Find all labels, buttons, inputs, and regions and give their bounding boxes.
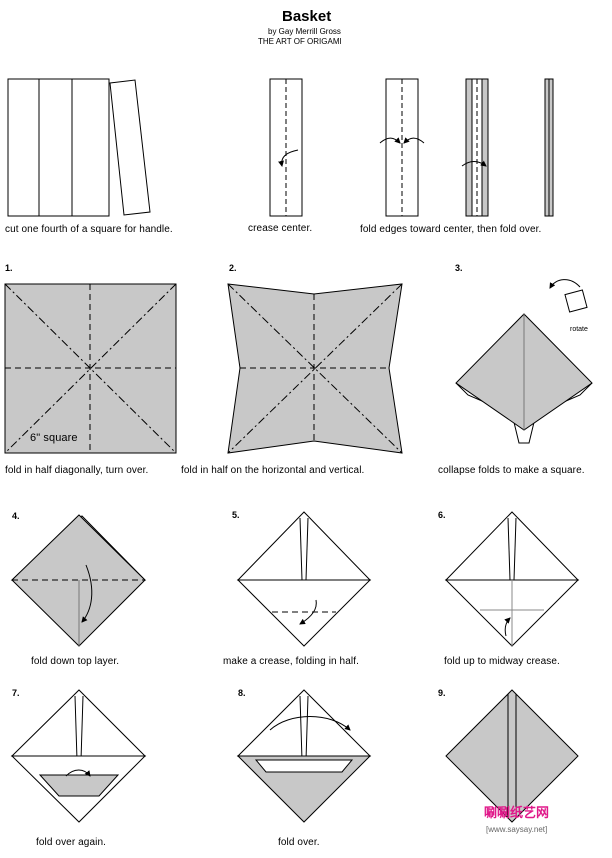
- author-byline: by Gay Merrill Gross: [268, 27, 341, 36]
- step1-square-drawing: [4, 283, 177, 454]
- caption-step7: fold over again.: [36, 837, 106, 848]
- caption-step3: collapse folds to make a square.: [438, 465, 585, 476]
- page-title: Basket: [282, 8, 332, 25]
- step-number-4: 4.: [12, 511, 20, 521]
- book-title: THE ART OF ORIGAMI: [258, 37, 342, 46]
- watermark-site-name: 唰唰纸艺网: [484, 805, 550, 820]
- caption-step4: fold down top layer.: [31, 656, 120, 667]
- caption-step8: fold over.: [278, 837, 320, 848]
- square-size-label: 6" square: [30, 432, 78, 444]
- step6-drawing: [444, 511, 580, 647]
- step-number-7: 7.: [12, 688, 20, 698]
- step-number-5: 5.: [232, 510, 240, 520]
- step4-drawing: [10, 514, 147, 647]
- caption-step6: fold up to midway crease.: [444, 656, 560, 667]
- rotate-label: rotate: [570, 326, 588, 333]
- step8-drawing: [236, 689, 372, 823]
- step3-diamond-drawing: [455, 279, 593, 444]
- step-number-9: 9.: [438, 688, 446, 698]
- caption-cut: cut one fourth of a square for handle.: [5, 224, 173, 235]
- step2-star-drawing: [227, 283, 403, 454]
- step9-drawing: [445, 689, 579, 823]
- caption-step1: fold in half diagonally, turn over.: [5, 465, 149, 476]
- step-number-3: 3.: [455, 263, 463, 273]
- step-number-2: 2.: [229, 263, 237, 273]
- caption-fold-edges: fold edges toward center, then fold over…: [360, 224, 542, 235]
- step5-drawing: [236, 511, 372, 647]
- step-number-1: 1.: [5, 263, 13, 273]
- fold-edges-drawing: [379, 78, 554, 217]
- caption-crease-center: crease center.: [248, 223, 313, 234]
- step-number-8: 8.: [238, 688, 246, 698]
- handle-cut-drawing: [7, 78, 151, 217]
- step-number-6: 6.: [438, 510, 446, 520]
- step7-drawing: [10, 689, 147, 823]
- crease-center-drawing: [269, 78, 303, 217]
- watermark-site-url: [www.saysay.net]: [486, 825, 548, 834]
- caption-step5: make a crease, folding in half.: [223, 656, 359, 667]
- caption-step2: fold in half on the horizontal and verti…: [181, 465, 365, 476]
